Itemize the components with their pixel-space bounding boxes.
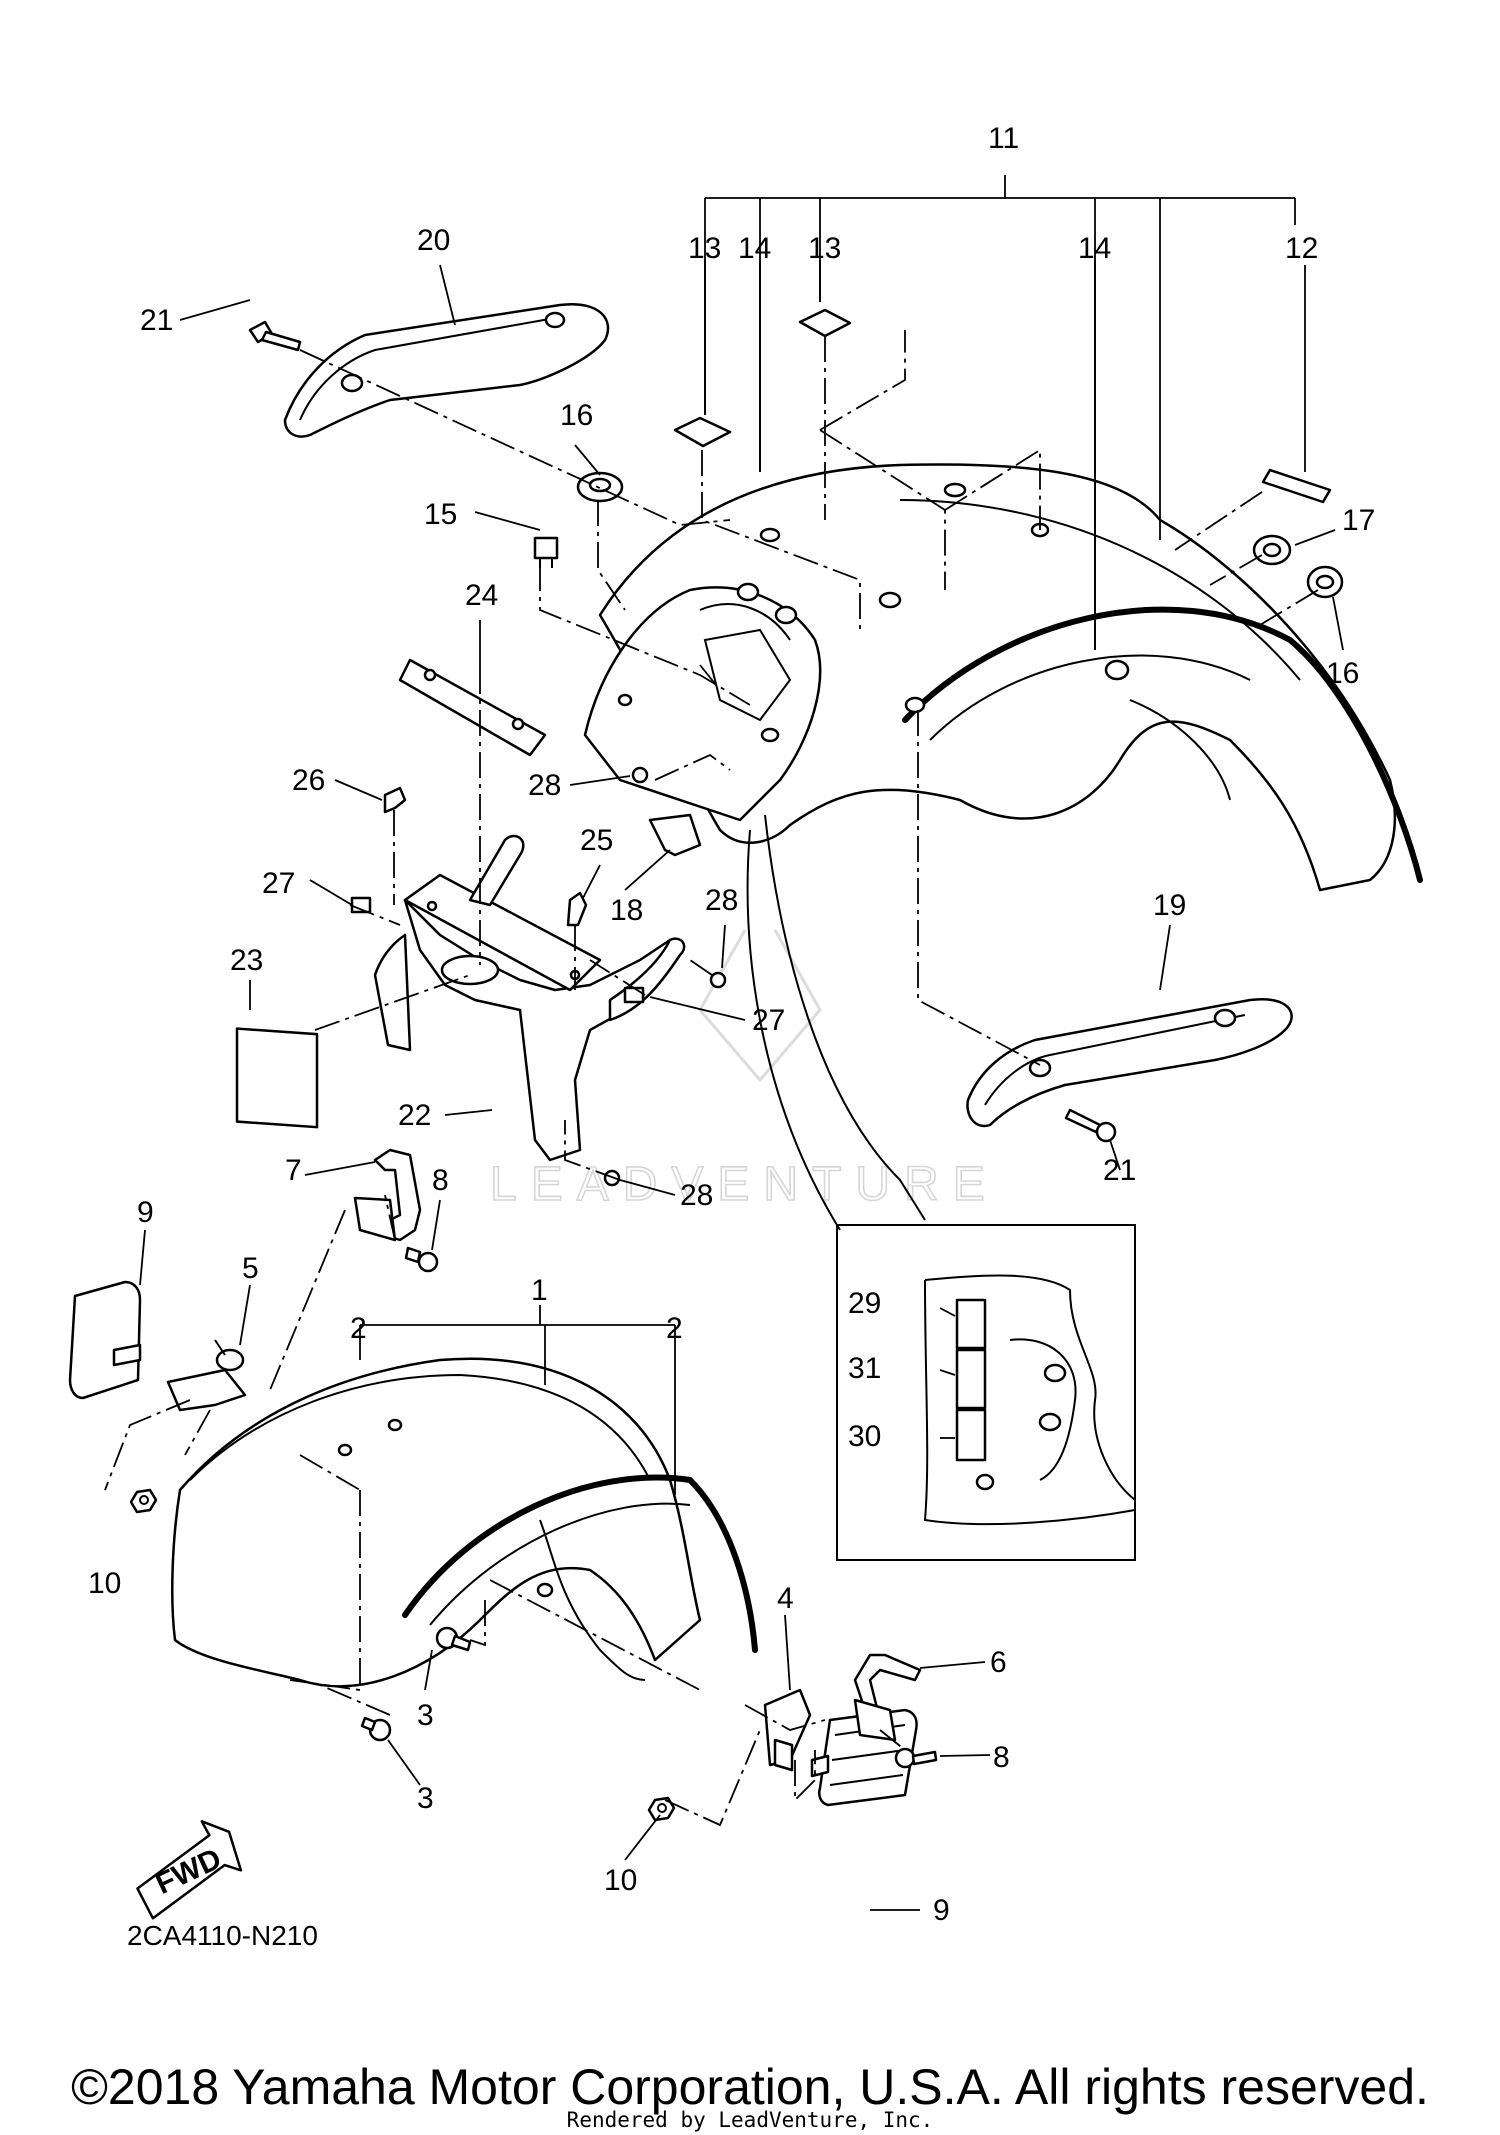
callout-28-a: 28 (528, 769, 561, 802)
decal-13-a (673, 416, 732, 448)
callout-3-a: 3 (417, 1699, 434, 1732)
callout-8-a: 8 (432, 1164, 449, 1197)
callout-2-b: 2 (666, 1312, 683, 1345)
callout-21-a: 21 (140, 304, 173, 337)
grommet-16-top (576, 471, 624, 503)
callout-19: 19 (1153, 889, 1186, 922)
callout-9-b: 9 (933, 1894, 950, 1927)
callout-4: 4 (777, 1582, 794, 1615)
callout-28-b: 28 (705, 884, 738, 917)
callout-27-b: 27 (752, 1004, 785, 1037)
callout-16-a: 16 (560, 399, 593, 432)
callout-13-b: 13 (808, 232, 841, 265)
pad-27-b (623, 986, 645, 1004)
callout-29: 29 (848, 1287, 881, 1320)
callout-17: 17 (1342, 504, 1375, 537)
side-cover-19 (966, 997, 1293, 1128)
pad-26 (383, 786, 407, 814)
inset-callout-line (764, 814, 926, 1221)
clip-15 (533, 536, 559, 568)
callout-21-b: 21 (1103, 1154, 1136, 1187)
callout-8-b: 8 (993, 1741, 1010, 1774)
callout-labels: 11 12 13 13 14 14 20 21 16 15 17 16 24 2… (88, 122, 1375, 1927)
callout-14-a: 14 (738, 232, 771, 265)
fwd-arrow-icon: FWD (136, 1820, 243, 1920)
clamp-7 (353, 1148, 422, 1242)
bolt-3-a (435, 1626, 472, 1652)
diagram-code: 2CA4110-N210 (127, 1920, 318, 1951)
reflector-bracket-5 (166, 1339, 247, 1412)
reflector-bracket-4 (763, 1688, 812, 1772)
leader-lines (139, 260, 1344, 1911)
screw-28-a (631, 766, 649, 784)
callout-2-a: 2 (350, 1312, 367, 1345)
clamp-6 (853, 1653, 922, 1742)
rendered-by-notice: Rendered by LeadVenture, Inc. (566, 2108, 934, 2132)
rear-flap-22 (373, 834, 686, 1162)
reflector-9-left (68, 1280, 142, 1400)
callout-9-a: 9 (137, 1196, 154, 1229)
rear-fender-stay-24 (398, 658, 547, 757)
assembly-lines (104, 330, 1319, 1827)
nut-10-right (647, 1796, 676, 1822)
copyright-notice: ©2018 Yamaha Motor Corporation, U.S.A. A… (71, 2059, 1429, 2115)
watermark-text: LEADVENTURE (490, 1158, 999, 1211)
detail-inset (836, 1224, 1136, 1561)
callout-24: 24 (465, 579, 498, 612)
callout-31: 31 (848, 1352, 881, 1385)
callout-16-b: 16 (1326, 657, 1359, 690)
side-cover-20 (283, 302, 610, 438)
inset-callout-line-2 (746, 829, 841, 1231)
band-18 (648, 813, 702, 857)
front-fender (171, 1357, 758, 1688)
bolt-3-b (360, 1716, 392, 1742)
nut-10-left (129, 1488, 158, 1514)
bolt-21-b (1064, 1108, 1117, 1143)
screw-28-b (709, 971, 727, 989)
callout-6: 6 (990, 1646, 1007, 1679)
callout-27-a: 27 (262, 867, 295, 900)
rear-fender (583, 463, 1423, 892)
bolt-8-a (404, 1246, 439, 1273)
emblem-12 (1261, 468, 1332, 504)
callout-12: 12 (1285, 232, 1318, 265)
bolt-8-b (894, 1747, 938, 1769)
callout-28-c: 28 (680, 1179, 713, 1212)
callout-10-a: 10 (88, 1567, 121, 1600)
bolt-21-a (248, 320, 302, 352)
callout-20: 20 (417, 224, 450, 257)
callout-25: 25 (580, 824, 613, 857)
callout-18: 18 (610, 894, 643, 927)
callout-14-b: 14 (1078, 232, 1111, 265)
reflector-plate-23 (235, 1027, 319, 1129)
callout-11: 11 (988, 122, 1019, 155)
callout-30: 30 (848, 1420, 881, 1453)
callout-1: 1 (531, 1274, 548, 1307)
callout-22: 22 (398, 1099, 431, 1132)
callout-10-b: 10 (604, 1864, 637, 1897)
grommet-16-right (1306, 565, 1344, 599)
grommet-17 (1252, 534, 1292, 566)
callout-26: 26 (292, 764, 325, 797)
decal-13-b (798, 308, 852, 338)
callout-13-a: 13 (688, 232, 721, 265)
callout-7: 7 (285, 1154, 302, 1187)
callout-3-b: 3 (417, 1782, 434, 1815)
callout-15: 15 (424, 498, 457, 531)
group-bracket-1 (359, 1305, 676, 1495)
callout-5: 5 (242, 1252, 259, 1285)
pad-25 (566, 891, 588, 927)
callout-23: 23 (230, 944, 263, 977)
